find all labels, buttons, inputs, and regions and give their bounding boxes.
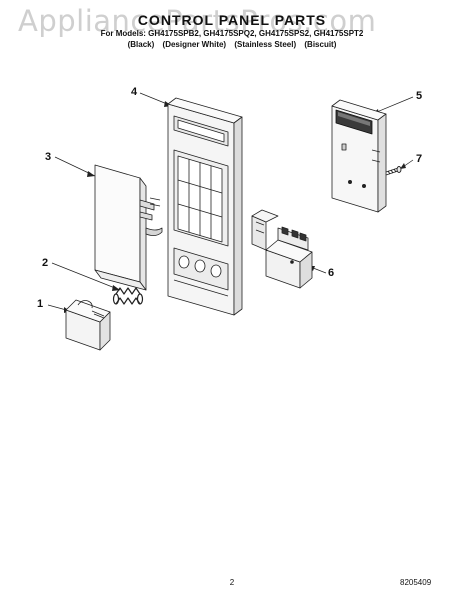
watermark: AppliancePartsPros.com — [18, 4, 377, 38]
callout-5: 5 — [416, 90, 423, 102]
part-2-spring — [112, 287, 144, 305]
callout-7: 7 — [416, 153, 423, 165]
part-3-overlay-panel — [94, 164, 163, 291]
callout-1: 1 — [37, 298, 44, 310]
model-list: For Models: GH4175SPB2, GH4175SPQ2, GH41… — [100, 29, 364, 38]
page-number: 2 — [229, 578, 235, 587]
diagram-title: CONTROL PANEL PARTS — [137, 12, 327, 28]
variant-biscuit: (Biscuit) — [304, 40, 337, 49]
part-4-control-panel-housing — [167, 97, 243, 316]
part-5-circuit-board — [331, 99, 387, 213]
variant-stainless-steel: (Stainless Steel) — [234, 40, 297, 49]
callout-3: 3 — [45, 151, 52, 163]
part-6-latch-block — [251, 209, 313, 289]
callout-2: 2 — [42, 257, 49, 269]
variant-designer-white: (Designer White) — [162, 40, 227, 49]
variant-black: (Black) — [127, 40, 155, 49]
part-7-screw — [385, 166, 402, 176]
color-variants: (Black) (Designer White) (Stainless Stee… — [0, 40, 464, 49]
callout-6: 6 — [328, 267, 335, 279]
document-code: 8205409 — [400, 578, 432, 587]
part-1-button — [65, 299, 111, 351]
callout-4: 4 — [131, 86, 138, 98]
